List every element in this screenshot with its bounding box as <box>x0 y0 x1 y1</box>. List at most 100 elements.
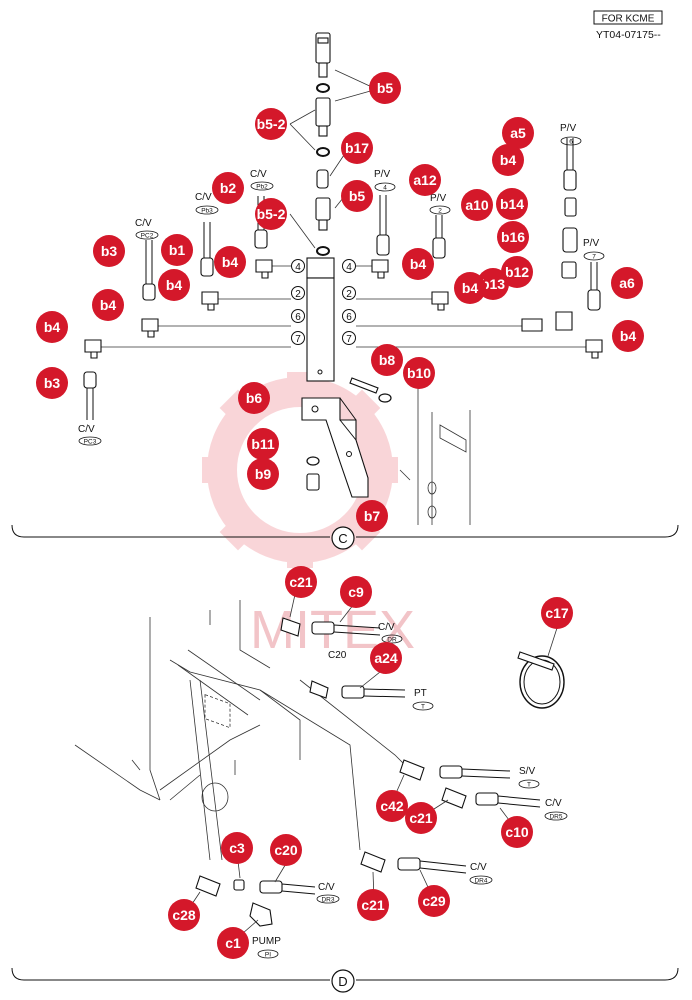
svg-text:C20: C20 <box>328 650 347 661</box>
callout-b4: b4 <box>36 311 68 343</box>
svg-text:PUMP: PUMP <box>252 936 281 947</box>
callout-marker <box>340 576 372 608</box>
callout-marker <box>255 108 287 140</box>
callout-marker <box>93 235 125 267</box>
callout-marker <box>497 221 529 253</box>
svg-text:2: 2 <box>295 289 301 300</box>
callout-label: b17 <box>345 140 369 156</box>
callout-marker <box>496 188 528 220</box>
svg-text:C/V: C/V <box>78 424 95 435</box>
callout-marker <box>341 132 373 164</box>
section-c-bracket <box>11 524 679 538</box>
callout-label: c28 <box>172 907 196 923</box>
callout-label: b8 <box>379 352 396 368</box>
callout-b1: b1 <box>161 234 193 266</box>
b5-fitting-stack <box>315 32 331 256</box>
callout-label: b5-2 <box>257 116 286 132</box>
callout-label: c9 <box>348 584 364 600</box>
svg-text:P/V: P/V <box>583 238 599 249</box>
callout-marker <box>238 382 270 414</box>
callout-marker <box>161 234 193 266</box>
svg-text:2: 2 <box>438 208 442 215</box>
svg-text:6: 6 <box>295 312 301 323</box>
svg-text:6: 6 <box>346 312 352 323</box>
svg-text:7: 7 <box>346 334 352 345</box>
svg-text:DR3: DR3 <box>321 897 334 904</box>
callout-label: b4 <box>620 328 637 344</box>
callout-marker <box>92 289 124 321</box>
callout-b11: b11 <box>247 428 279 460</box>
svg-text:DR5: DR5 <box>549 814 562 821</box>
callout-marker <box>409 164 441 196</box>
callout-marker <box>217 927 249 959</box>
callout-label: a5 <box>510 125 526 141</box>
callout-b5-2: b5-2 <box>255 108 287 140</box>
callout-marker <box>36 367 68 399</box>
callout-c21: c21 <box>285 566 317 598</box>
callout-marker <box>501 816 533 848</box>
svg-text:PC2: PC2 <box>141 233 154 240</box>
callout-marker <box>405 802 437 834</box>
section-c-label: C <box>338 531 347 546</box>
callout-marker <box>341 180 373 212</box>
callout-label: c21 <box>361 897 385 913</box>
callout-marker <box>36 311 68 343</box>
callout-a12: a12 <box>409 164 441 196</box>
callout-label: b5-2 <box>257 206 286 222</box>
callout-label: b11 <box>251 436 275 452</box>
callout-marker <box>247 458 279 490</box>
callout-b4: b4 <box>158 269 190 301</box>
callout-label: b14 <box>500 196 524 212</box>
callout-b2: b2 <box>212 172 244 204</box>
header-code: YT04-07175-- <box>596 29 661 41</box>
callout-label: a24 <box>374 650 398 666</box>
left-hoses <box>83 196 268 420</box>
callout-b4: b4 <box>612 320 644 352</box>
callout-b6: b6 <box>238 382 270 414</box>
svg-text:P/V: P/V <box>374 169 390 180</box>
callout-marker <box>285 566 317 598</box>
callout-marker <box>270 834 302 866</box>
svg-text:T: T <box>421 704 425 711</box>
callout-b4: b4 <box>492 144 524 176</box>
callout-c9: c9 <box>340 576 372 608</box>
callout-label: b16 <box>501 229 525 245</box>
section-d: D <box>11 589 679 993</box>
callout-c10: c10 <box>501 816 533 848</box>
callout-b4: b4 <box>454 272 486 304</box>
svg-text:Pb2: Pb2 <box>256 184 268 191</box>
callout-b5-2: b5-2 <box>255 198 287 230</box>
svg-text:DR4: DR4 <box>474 878 487 885</box>
callout-marker <box>369 72 401 104</box>
callout-label: c29 <box>422 893 446 909</box>
callout-label: b12 <box>505 264 529 280</box>
svg-text:Pb3: Pb3 <box>201 208 213 215</box>
callout-label: b13 <box>481 276 505 292</box>
callout-marker <box>370 642 402 674</box>
callout-marker <box>502 117 534 149</box>
svg-text:C/V: C/V <box>250 169 267 180</box>
callout-b3: b3 <box>36 367 68 399</box>
callout-marker <box>255 198 287 230</box>
callout-label: b10 <box>407 365 431 381</box>
section-d-bracket <box>11 967 679 981</box>
callout-label: b4 <box>222 254 239 270</box>
svg-text:7: 7 <box>295 334 301 345</box>
callout-marker <box>214 246 246 278</box>
callout-c42: c42 <box>376 790 408 822</box>
svg-text:C/V: C/V <box>545 798 562 809</box>
callout-c21: c21 <box>405 802 437 834</box>
callout-label: a12 <box>413 172 437 188</box>
callout-marker <box>221 832 253 864</box>
callout-b16: b16 <box>497 221 529 253</box>
svg-text:C/V: C/V <box>195 192 212 203</box>
callout-label: b4 <box>166 277 183 293</box>
callout-c1: c1 <box>217 927 249 959</box>
section-d-label: D <box>338 974 347 989</box>
callout-label: b9 <box>255 466 272 482</box>
callout-b17: b17 <box>341 132 373 164</box>
callout-label: b1 <box>169 242 186 258</box>
callout-marker <box>402 248 434 280</box>
callout-marker <box>168 899 200 931</box>
